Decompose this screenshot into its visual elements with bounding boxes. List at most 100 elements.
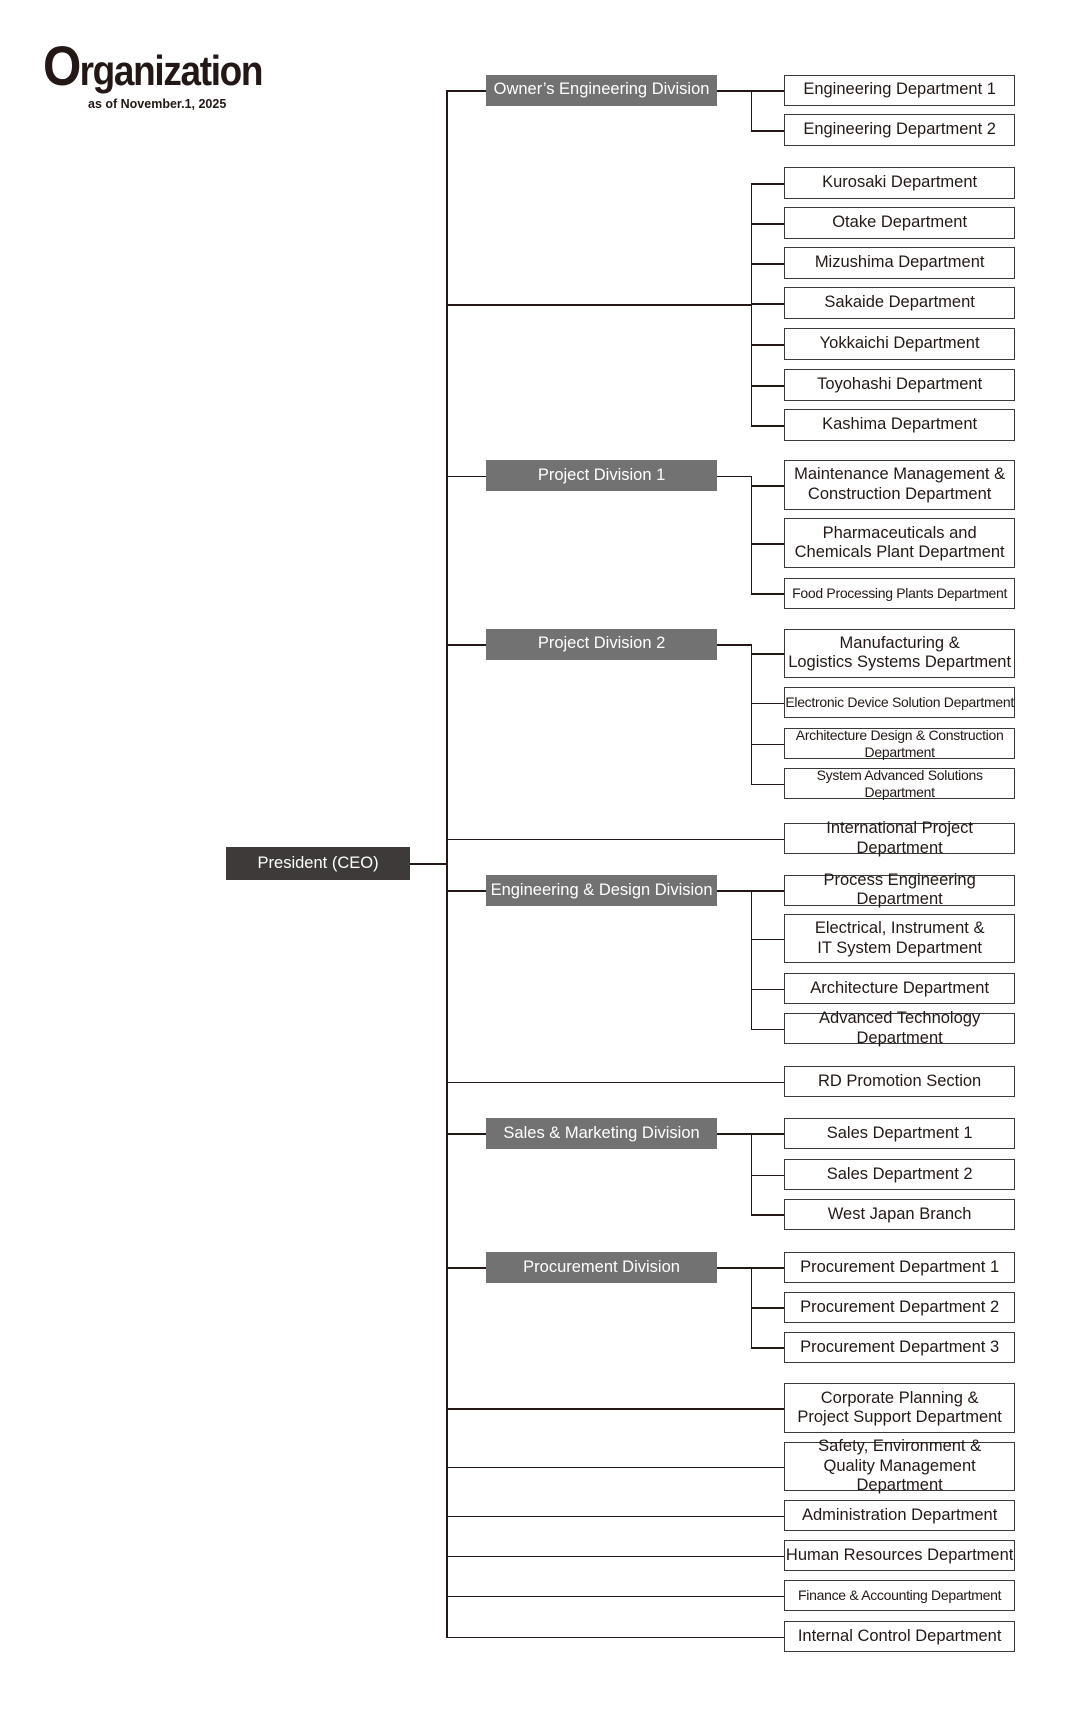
division-sub-connector xyxy=(717,890,751,893)
branch-connector xyxy=(446,838,785,841)
department-box-kashima-department: Kashima Department xyxy=(784,409,1016,441)
department-box-electrical-instrument-it-system-department: Electrical, Instrument &IT System Depart… xyxy=(784,913,1016,964)
sub-branch-line xyxy=(750,1133,753,1215)
department-box-engineering-department-2: Engineering Department 2 xyxy=(784,114,1016,146)
division-connector xyxy=(446,1133,486,1136)
department-box-procurement-department-2: Procurement Department 2 xyxy=(784,1291,1016,1323)
president-connector xyxy=(410,862,447,865)
division-sub-connector xyxy=(717,475,751,478)
department-box-manufacturing-logistics-systems-department: Manufacturing &Logistics Systems Departm… xyxy=(784,628,1016,679)
title-initial: O xyxy=(43,34,81,97)
branch-connector xyxy=(446,304,751,306)
department-box-sales-department-1: Sales Department 1 xyxy=(784,1117,1016,1150)
department-box-advanced-technology-department: Advanced Technology Department xyxy=(784,1009,1016,1047)
department-box-toyohashi-department: Toyohashi Department xyxy=(784,369,1016,401)
division-box: Project Division 2 xyxy=(486,628,718,660)
department-connector xyxy=(750,130,785,132)
department-box-engineering-department-1: Engineering Department 1 xyxy=(784,74,1016,106)
department-box-corporate-planning-project-support-department: Corporate Planning &Project Support Depa… xyxy=(784,1383,1016,1434)
department-box-process-engineering-department: Process Engineering Department xyxy=(784,871,1016,908)
division-sub-connector xyxy=(717,1133,751,1136)
title-rest: rganization xyxy=(79,47,264,94)
department-connector xyxy=(750,424,785,427)
department-box-yokkaichi-department: Yokkaichi Department xyxy=(784,328,1016,360)
department-connector xyxy=(750,653,785,655)
department-box-otake-department: Otake Department xyxy=(784,207,1016,239)
division-connector xyxy=(446,644,486,646)
department-connector xyxy=(750,1028,785,1031)
division-sub-connector xyxy=(717,1267,751,1269)
division-box: Procurement Division xyxy=(486,1251,718,1284)
department-box-architecture-design-construction-department: Architecture Design & Construction Depar… xyxy=(784,727,1016,760)
department-box-finance-accounting-department: Finance & Accounting Department xyxy=(784,1580,1016,1612)
department-box-sales-department-2: Sales Department 2 xyxy=(784,1158,1016,1191)
department-box-food-processing-plants-department: Food Processing Plants Department xyxy=(784,577,1016,610)
department-connector xyxy=(750,783,785,786)
department-box-kurosaki-department: Kurosaki Department xyxy=(784,167,1016,199)
page-title: Organization xyxy=(43,33,264,98)
department-connector xyxy=(750,343,785,346)
department-box-human-resources-department: Human Resources Department xyxy=(784,1540,1016,1572)
department-connector xyxy=(750,223,785,225)
division-connector xyxy=(446,890,486,893)
department-connector xyxy=(750,484,785,487)
sub-branch-line xyxy=(750,890,753,1029)
department-box-administration-department: Administration Department xyxy=(784,1500,1016,1532)
department-box-west-japan-branch: West Japan Branch xyxy=(784,1198,1016,1231)
department-box-system-advanced-solutions-department: System Advanced Solutions Department xyxy=(784,767,1016,800)
as-of-date: as of November.1, 2025 xyxy=(88,97,227,111)
department-connector xyxy=(750,890,785,893)
branch-connector xyxy=(446,1081,785,1084)
division-box: Sales & Marketing Division xyxy=(486,1117,718,1150)
department-box-international-project-department: International Project Department xyxy=(784,819,1016,857)
main-trunk-line xyxy=(446,90,448,1637)
department-box-maintenance-management-construction-department: Maintenance Management &Construction Dep… xyxy=(784,460,1016,510)
department-box-internal-control-department: Internal Control Department xyxy=(784,1621,1016,1653)
division-box: Project Division 1 xyxy=(486,460,718,492)
sub-branch-line xyxy=(750,90,753,131)
division-sub-connector xyxy=(717,90,751,92)
department-connector xyxy=(750,262,785,265)
president-box: President (CEO) xyxy=(225,846,411,881)
department-connector xyxy=(750,938,785,941)
sub-branch-line xyxy=(750,644,753,784)
department-connector xyxy=(750,1133,785,1136)
department-connector xyxy=(750,1347,785,1349)
department-connector xyxy=(750,1307,785,1309)
sub-branch-line xyxy=(750,475,753,594)
department-connector xyxy=(750,1267,785,1269)
department-box-safety-environment-quality-management-department: Safety, Environment &Quality Management … xyxy=(784,1437,1016,1494)
department-box-electronic-device-solution-department: Electronic Device Solution Department xyxy=(784,686,1016,719)
department-connector xyxy=(750,183,785,185)
branch-connector xyxy=(446,1555,785,1558)
department-box-sakaide-department: Sakaide Department xyxy=(784,287,1016,319)
department-connector xyxy=(750,385,785,387)
department-connector xyxy=(750,302,785,305)
branch-connector xyxy=(446,1515,785,1518)
branch-connector xyxy=(446,1636,785,1639)
division-connector xyxy=(446,1267,486,1269)
department-box-procurement-department-1: Procurement Department 1 xyxy=(784,1251,1016,1284)
department-box-procurement-department-3: Procurement Department 3 xyxy=(784,1331,1016,1363)
department-connector xyxy=(750,1174,785,1177)
division-box: Engineering & Design Division xyxy=(486,874,718,907)
branch-connector xyxy=(446,1466,785,1469)
department-box-rd-promotion-section: RD Promotion Section xyxy=(784,1065,1016,1098)
branch-connector xyxy=(446,1595,785,1598)
branch-connector xyxy=(446,1408,785,1410)
division-sub-connector xyxy=(717,644,751,646)
department-box-mizushima-department: Mizushima Department xyxy=(784,247,1016,279)
division-connector xyxy=(446,475,486,478)
department-connector xyxy=(750,90,785,92)
department-connector xyxy=(750,988,785,991)
department-connector xyxy=(750,1214,785,1217)
department-connector xyxy=(750,593,785,596)
department-box-architecture-department: Architecture Department xyxy=(784,973,1016,1005)
department-connector xyxy=(750,543,785,545)
division-connector xyxy=(446,90,486,92)
department-connector xyxy=(750,702,785,705)
division-box: Owner’s Engineering Division xyxy=(486,74,718,106)
department-connector xyxy=(750,743,785,746)
